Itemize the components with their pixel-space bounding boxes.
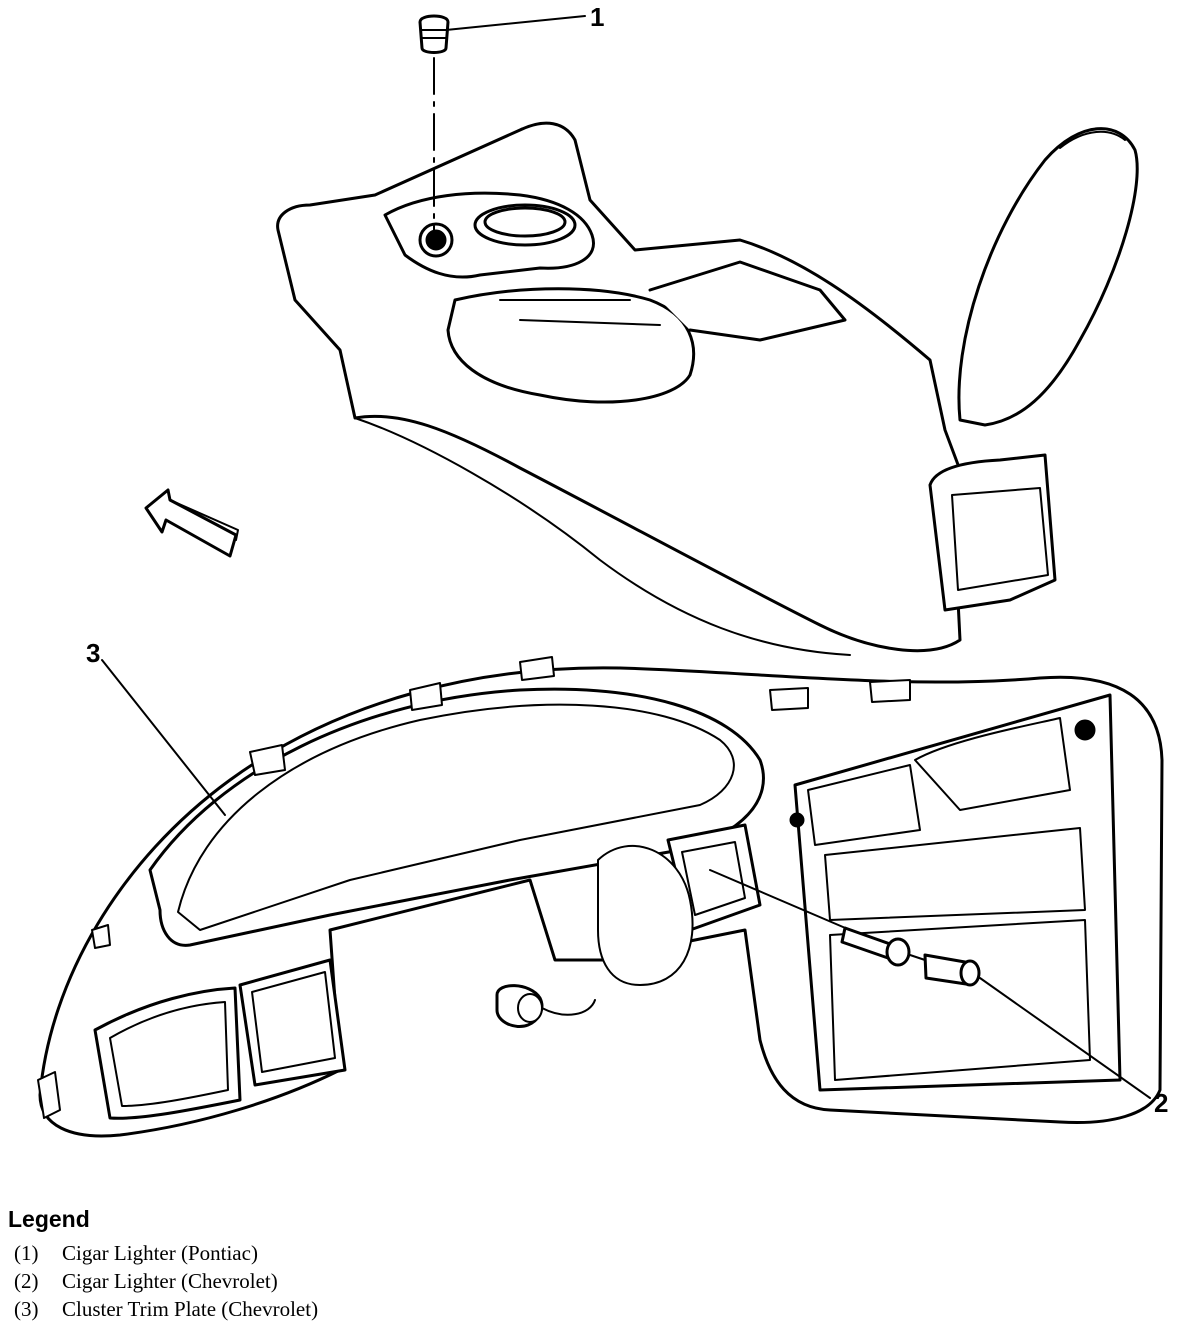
lighter-knob-loose	[495, 984, 596, 1028]
callout-leader-2	[979, 977, 1151, 1099]
cigar-lighter-pontiac	[418, 14, 450, 236]
center-console	[276, 121, 1139, 656]
legend-title: Legend	[8, 1206, 90, 1232]
legend-item-number: (3)	[14, 1297, 39, 1321]
legend-item-number: (1)	[14, 1241, 39, 1265]
legend-item-label: Cigar Lighter (Chevrolet)	[62, 1269, 278, 1293]
legend-item: (2) Cigar Lighter (Chevrolet)	[14, 1267, 1168, 1295]
cluster-trim-plate	[37, 656, 1164, 1138]
exploded-parts-diagram: 1 2 3	[37, 2, 1168, 1138]
legend-item: (1) Cigar Lighter (Pontiac)	[14, 1239, 1168, 1267]
front-direction-arrow	[144, 488, 239, 558]
callout-leader-1	[445, 15, 586, 31]
callout-3: 3	[86, 638, 100, 668]
legend-item-label: Cigar Lighter (Pontiac)	[62, 1241, 258, 1265]
callout-1: 1	[590, 2, 604, 32]
cigar-lighter-chevrolet	[709, 869, 981, 987]
legend-item-number: (2)	[14, 1269, 39, 1293]
callout-2: 2	[1154, 1088, 1168, 1118]
callout-leader-3	[101, 659, 226, 816]
legend: Legend (1) Cigar Lighter (Pontiac) (2) Cig…	[8, 1206, 1168, 1323]
legend-item: (3) Cluster Trim Plate (Chevrolet)	[14, 1295, 1168, 1323]
legend-item-label: Cluster Trim Plate (Chevrolet)	[62, 1297, 319, 1321]
